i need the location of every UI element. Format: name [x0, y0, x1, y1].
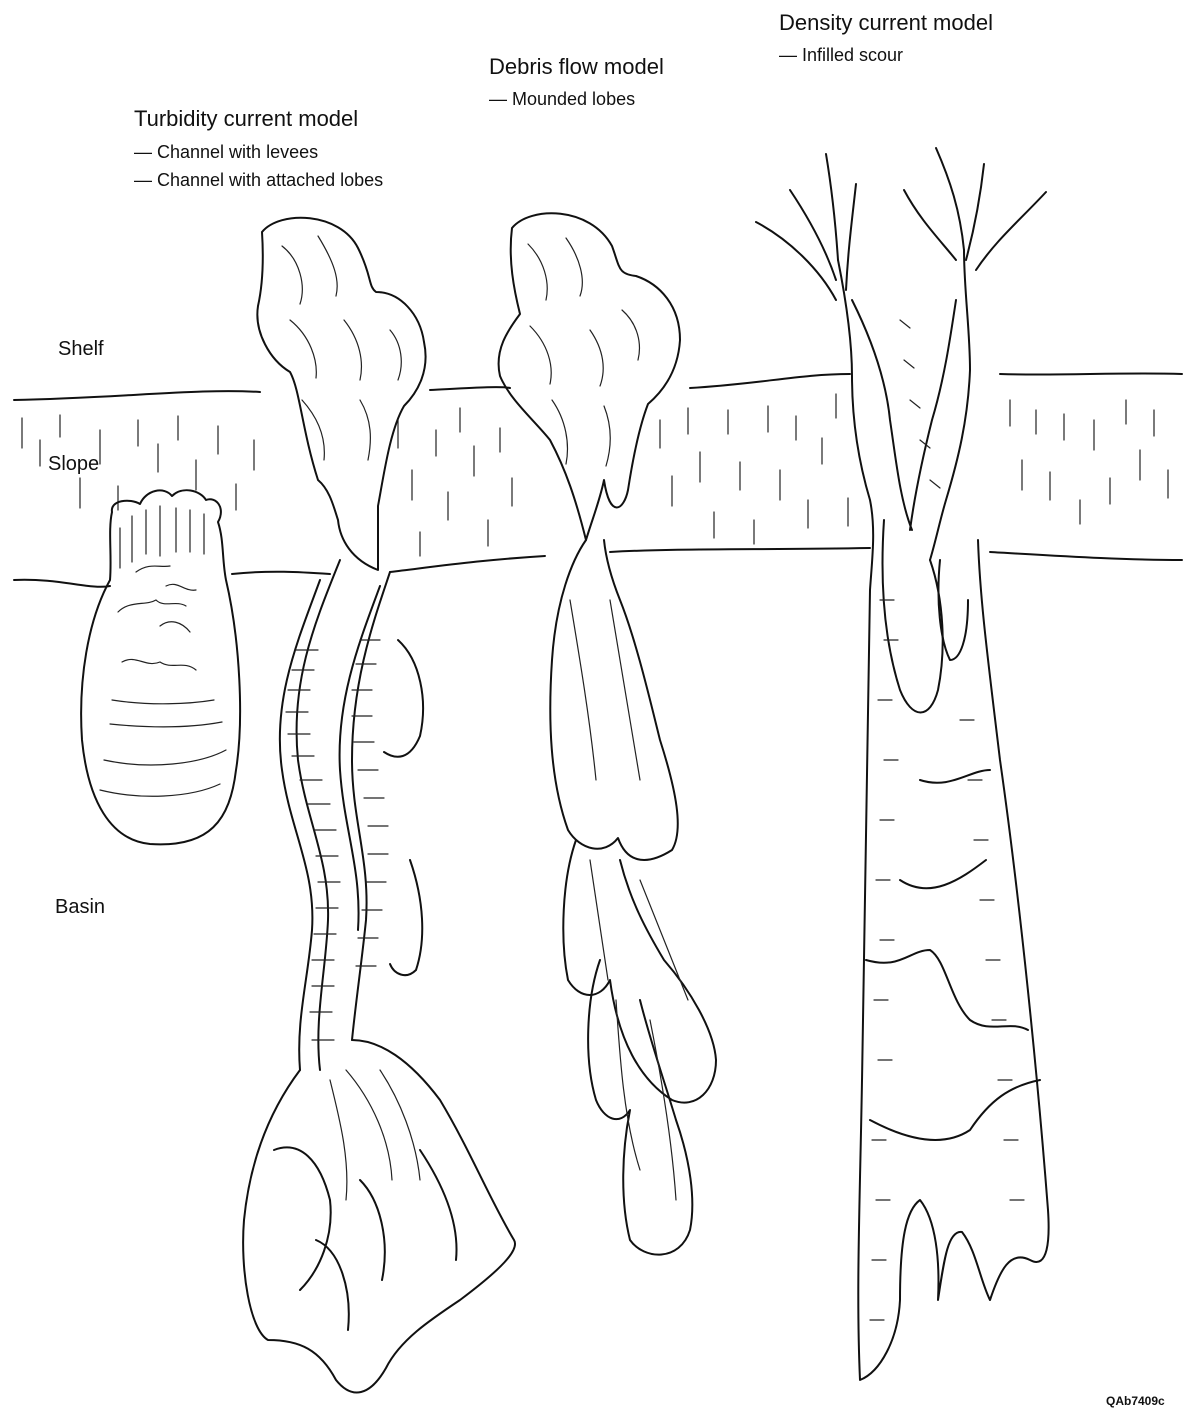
turbidity-model-item-2: — Channel with attached lobes [134, 170, 383, 191]
debris-model-title: Debris flow model [489, 54, 664, 80]
shelf-break-line [14, 373, 1182, 400]
turbidity-model-title: Turbidity current model [134, 106, 358, 132]
zone-label-shelf: Shelf [58, 338, 104, 361]
turbidity-system [243, 218, 515, 1393]
slope-hachures [22, 394, 1168, 556]
density-current-system [756, 148, 1049, 1380]
density-model-title: Density current model [779, 10, 993, 36]
density-model-item-1: — Infilled scour [779, 45, 903, 66]
figure-code: QAb7409c [1106, 1394, 1165, 1408]
turbidity-model-item-1: — Channel with levees [134, 142, 318, 163]
zone-label-slope: Slope [48, 453, 99, 476]
zone-label-basin: Basin [55, 896, 105, 919]
debris-model-item-1: — Mounded lobes [489, 89, 635, 110]
slope-base-line [14, 548, 1182, 587]
debris-flow-system [499, 213, 716, 1254]
slump-mound [81, 490, 240, 844]
